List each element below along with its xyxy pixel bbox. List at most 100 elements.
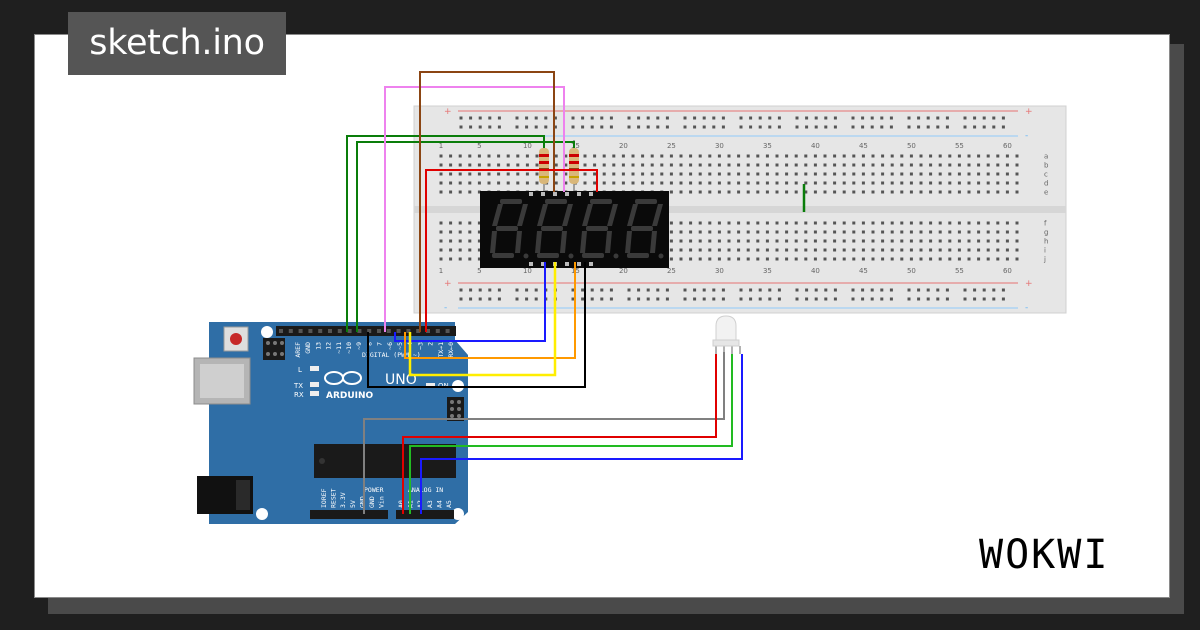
arduino-uno-board[interactable]: L TX RX ON ARDUINO UNO DIGITAL (PWM ~) P… — [193, 322, 468, 524]
wire-rgb-red[interactable] — [402, 354, 717, 514]
wire-blue[interactable] — [394, 262, 546, 342]
segment-digit — [535, 199, 574, 259]
breadboard-column-label: 40 — [811, 267, 820, 275]
led-l — [310, 366, 319, 371]
wire-red[interactable] — [425, 169, 598, 332]
breadboard-column-label: 35 — [763, 142, 772, 150]
power-pin-label: RESET — [330, 488, 338, 508]
power-pin-label: GND — [368, 496, 376, 508]
digital-pin-label: 2 — [427, 342, 435, 346]
wire-pink[interactable] — [384, 86, 565, 332]
analog-header-label: ANALOG IN — [408, 486, 443, 494]
analog-pin-header[interactable] — [396, 510, 454, 519]
breadboard[interactable]: 1155101015152020252530303535404045455050… — [413, 105, 1067, 314]
breadboard-column-label: 15 — [571, 142, 580, 150]
segment-digit — [580, 199, 619, 259]
wire-rgb-green[interactable] — [409, 354, 733, 514]
resistor-1[interactable] — [539, 140, 549, 192]
wire-yellow[interactable] — [408, 262, 557, 377]
breadboard-column-label: 45 — [859, 267, 868, 275]
digital-pin-label: TX→1 — [437, 342, 445, 358]
digital-pin-header[interactable] — [276, 326, 456, 336]
led-tx — [310, 382, 319, 387]
breadboard-column-label: 45 — [859, 142, 868, 150]
digital-pin-label: ~10 — [345, 342, 353, 354]
wire-brown[interactable] — [419, 71, 555, 332]
analog-pin-label: A3 — [426, 500, 434, 508]
power-header-label: POWER — [364, 486, 384, 494]
breadboard-column-label: 35 — [763, 267, 772, 275]
rgb-led[interactable] — [712, 315, 741, 354]
breadboard-row-label: h — [1044, 238, 1048, 246]
digital-pin-label: ~5 — [396, 342, 404, 350]
digital-pin-label: RX←0 — [447, 342, 455, 358]
digital-pin-label: 8 — [365, 342, 373, 346]
seven-segment-display[interactable] — [480, 191, 669, 268]
power-pin-label: 3.3V — [339, 492, 347, 508]
breadboard-column-label: 40 — [811, 142, 820, 150]
breadboard-column-label: 5 — [477, 142, 481, 150]
rail-plus-label-tr: + — [1025, 107, 1033, 117]
digital-pin-label: 12 — [325, 342, 333, 350]
wokwi-logo: WOKWI — [979, 532, 1107, 578]
digital-pin-label: 7 — [376, 342, 384, 346]
power-pin-label: Vin — [378, 496, 386, 508]
power-pin-header[interactable] — [310, 510, 388, 519]
breadboard-column-label: 20 — [619, 142, 628, 150]
breadboard-column-labels: 1155101015152020252530303535404045455050… — [439, 142, 1012, 275]
sketch-filename-tab[interactable]: sketch.ino — [68, 12, 286, 75]
rail-plus-label-br: + — [1025, 279, 1033, 289]
power-pin-label: IOREF — [320, 488, 328, 508]
wire-gray[interactable] — [363, 352, 725, 514]
segment-digit — [490, 199, 529, 259]
breadboard-column-label: 25 — [667, 267, 676, 275]
analog-pin-label: A5 — [445, 500, 453, 508]
wire-orange[interactable] — [404, 262, 576, 359]
breadboard-column-label: 60 — [1003, 142, 1012, 150]
led-label-rx: RX — [294, 391, 304, 399]
breadboard-row-label: d — [1044, 180, 1048, 188]
rail-minus-label-br: - — [1025, 303, 1028, 313]
breadboard-column-label: 30 — [715, 142, 724, 150]
led-label-tx: TX — [293, 382, 303, 390]
breadboard-row-label: a — [1044, 153, 1048, 161]
breadboard-column-label: 1 — [439, 142, 443, 150]
segment-digit — [625, 199, 664, 259]
breadboard-column-label: 5 — [477, 267, 481, 275]
arduino-brand-text: ARDUINO — [326, 391, 374, 401]
breadboard-row-label: b — [1044, 162, 1049, 170]
arduino-logo: ARDUINO — [324, 371, 374, 401]
rail-plus-label-bl: + — [444, 279, 452, 289]
led-on — [426, 383, 435, 388]
led-rx — [310, 391, 319, 396]
breadboard-column-label: 1 — [439, 267, 443, 275]
power-pin-label: GND — [358, 496, 366, 508]
breadboard-row-label: g — [1044, 229, 1048, 237]
breadboard-column-label: 60 — [1003, 267, 1012, 275]
wire-green-2[interactable] — [356, 141, 575, 332]
rail-minus-label-bl: - — [444, 303, 447, 313]
breadboard-column-label: 55 — [955, 267, 964, 275]
icsp-header — [447, 397, 464, 421]
breadboard-row-label: j — [1043, 256, 1046, 264]
breadboard-column-label: 30 — [715, 267, 724, 275]
led-label-l: L — [298, 366, 302, 374]
digital-pin-label: ~3 — [416, 342, 424, 350]
breadboard-column-label: 25 — [667, 142, 676, 150]
digital-pin-label: AREF — [294, 342, 302, 358]
digital-pin-label: 13 — [314, 342, 322, 350]
analog-pin-label: A0 — [397, 500, 405, 508]
breadboard-row-label: f — [1044, 220, 1047, 228]
breadboard-column-label: 55 — [955, 142, 964, 150]
breadboard-column-label: 20 — [619, 267, 628, 275]
wire-black[interactable] — [367, 262, 586, 388]
breadboard-column-label: 10 — [523, 142, 532, 150]
breadboard-row-label: e — [1044, 189, 1048, 197]
breadboard-column-label: 10 — [523, 267, 532, 275]
digital-header-label: DIGITAL (PWM ~) — [362, 351, 421, 359]
wire-rgb-blue[interactable] — [420, 354, 743, 514]
